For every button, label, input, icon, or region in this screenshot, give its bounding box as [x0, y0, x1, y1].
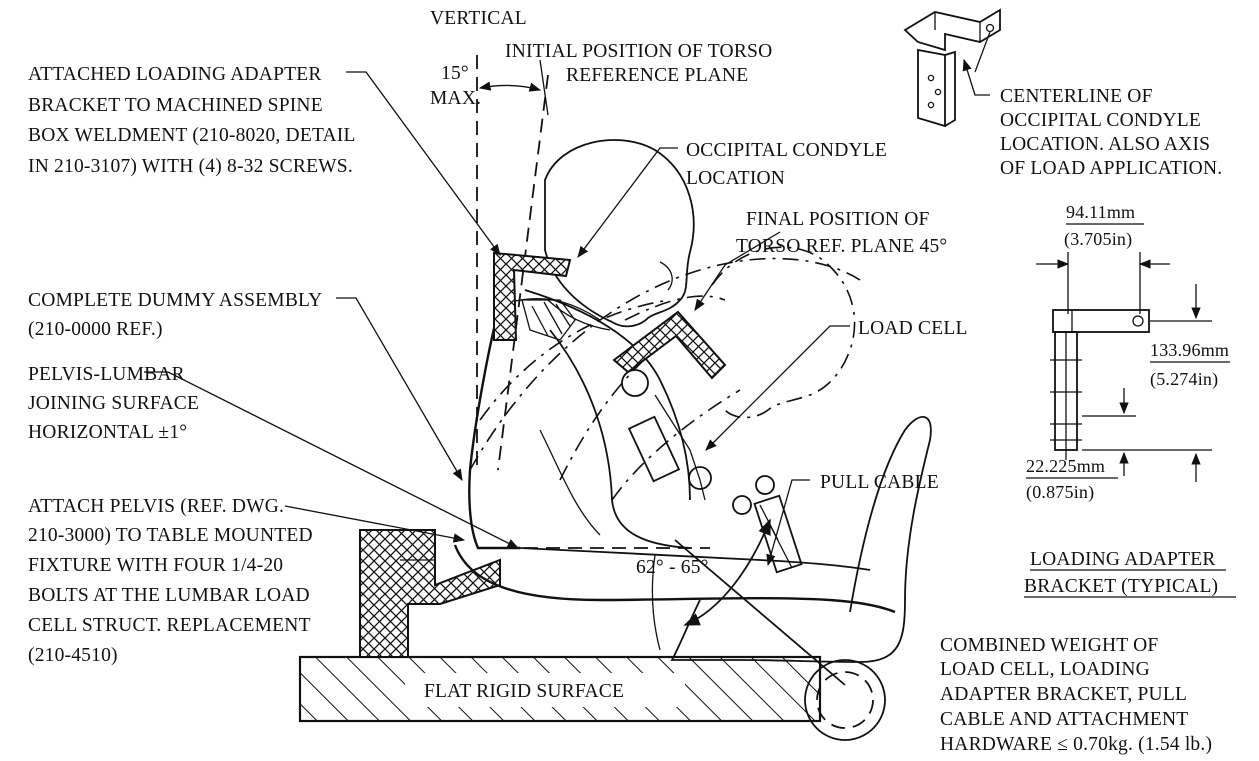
complete-dummy-line2: (210-0000 REF.) — [28, 319, 163, 340]
bracket-isometric-detail — [903, 8, 1001, 128]
attach-pelvis-line2: 210-3000) TO TABLE MOUNTED — [28, 525, 313, 546]
load-cell-assembly — [621, 369, 779, 541]
combined-weight-line2: LOAD CELL, LOADING — [940, 659, 1150, 680]
attach-pelvis-line5: CELL STRUCT. REPLACEMENT — [28, 615, 311, 636]
pelvis-fixture — [359, 529, 501, 658]
dim-width-mm: 94.11mm — [1066, 202, 1135, 222]
dim-small-mm: 22.225mm — [1026, 456, 1105, 476]
bracket-title-line1: LOADING ADAPTER — [1030, 549, 1216, 570]
callout-attach-pelvis: ATTACH PELVIS (REF. DWG. 210-3000) TO TA… — [28, 496, 466, 666]
initial-torso-plane-line — [497, 74, 549, 471]
attach-pelvis-line4: BOLTS AT THE LUMBAR LOAD — [28, 585, 310, 606]
combined-weight-line5: HARDWARE ≤ 0.70kg. (1.54 lb.) — [940, 734, 1212, 755]
callout-combined-weight: COMBINED WEIGHT OF LOAD CELL, LOADING AD… — [940, 635, 1212, 755]
combined-weight-line4: CABLE AND ATTACHMENT — [940, 709, 1188, 730]
callout-occipital-location: OCCIPITAL CONDYLE LOCATION — [577, 140, 887, 258]
dummy-final-position — [469, 246, 861, 501]
callout-complete-dummy: COMPLETE DUMMY ASSEMBLY (210-0000 REF.) — [28, 290, 463, 482]
attach-pelvis-line6: (210-4510) — [28, 645, 118, 666]
callout-centerline: CENTERLINE OF OCCIPITAL CONDYLE LOCATION… — [1000, 86, 1222, 179]
vertical-label: VERTICAL — [430, 8, 527, 29]
attached-adapter-line1: ATTACHED LOADING ADAPTER — [28, 64, 322, 85]
attached-adapter-line3: BOX WELDMENT (210-8020, DETAIL — [28, 125, 356, 146]
callout-pelvis-lumbar: PELVIS-LUMBAR JOINING SURFACE HORIZONTAL… — [28, 364, 520, 549]
attached-adapter-line2: BRACKET TO MACHINED SPINE — [28, 95, 323, 116]
centerline-line1: CENTERLINE OF — [1000, 86, 1153, 107]
load-cell-label: LOAD CELL — [858, 318, 968, 339]
combined-weight-line3: ADAPTER BRACKET, PULL — [940, 684, 1187, 705]
flat-rigid-surface: FLAT RIGID SURFACE — [298, 655, 822, 723]
callout-pull-cable: PULL CABLE — [766, 472, 939, 567]
max-word-label: MAX. — [430, 88, 481, 109]
centerline-line3: LOCATION. ALSO AXIS — [1000, 134, 1210, 155]
dim-width-in: (3.705in) — [1064, 229, 1132, 250]
flat-surface-label: FLAT RIGID SURFACE — [424, 681, 624, 702]
initial-position-label-line2: REFERENCE PLANE — [566, 65, 748, 86]
dim-small-in: (0.875in) — [1026, 482, 1094, 503]
final-position-line1: FINAL POSITION OF — [746, 209, 930, 230]
attach-pelvis-line1: ATTACH PELVIS (REF. DWG. — [28, 496, 284, 517]
final-adapter-bracket — [612, 310, 727, 380]
centerline-line2: OCCIPITAL CONDYLE — [1000, 110, 1201, 131]
cable-angle-indicator: 62° - 65° — [636, 518, 771, 626]
centerline-line4: OF LOAD APPLICATION. — [1000, 158, 1222, 179]
bracket-dimension-detail: 94.11mm (3.705in) 133.96mm (5.274in) 22.… — [1024, 202, 1236, 598]
dim-height-in: (5.274in) — [1150, 369, 1218, 390]
dim-height-mm: 133.96mm — [1150, 340, 1229, 360]
combined-weight-line1: COMBINED WEIGHT OF — [940, 635, 1158, 656]
bracket-title-line2: BRACKET (TYPICAL) — [1024, 576, 1218, 597]
callout-load-cell: LOAD CELL — [705, 318, 968, 451]
callout-final-position: FINAL POSITION OF TORSO REF. PLANE 45° — [694, 209, 947, 311]
attached-adapter-line4: IN 210-3107) WITH (4) 8-32 SCREWS. — [28, 156, 353, 177]
angle-range-label: 62° - 65° — [636, 557, 709, 578]
callout-attached-adapter: ATTACHED LOADING ADAPTER BRACKET TO MACH… — [28, 64, 501, 256]
pull-cable-label: PULL CABLE — [820, 472, 939, 493]
pelvis-lumbar-line1: PELVIS-LUMBAR — [28, 364, 185, 385]
upright-adapter-bracket — [493, 251, 576, 341]
pelvis-lumbar-line3: HORIZONTAL ±1° — [28, 422, 187, 443]
initial-position-label-line1: INITIAL POSITION OF TORSO — [505, 41, 772, 62]
final-position-line2: TORSO REF. PLANE 45° — [736, 236, 947, 257]
vertical-reference-line: VERTICAL 15° MAX. — [430, 8, 549, 470]
complete-dummy-line1: COMPLETE DUMMY ASSEMBLY — [28, 290, 322, 311]
occipital-label-line2: LOCATION — [686, 168, 785, 189]
attach-pelvis-line3: FIXTURE WITH FOUR 1/4-20 — [28, 555, 283, 576]
pelvis-lumbar-line2: JOINING SURFACE — [28, 393, 199, 414]
max-angle-label: 15° — [441, 63, 469, 84]
occipital-label-line1: OCCIPITAL CONDYLE — [686, 140, 887, 161]
